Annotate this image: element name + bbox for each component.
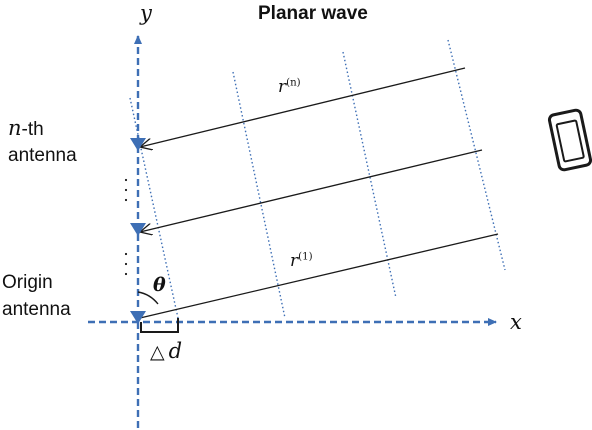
origin-antenna-line2: antenna xyxy=(2,299,71,320)
nth-antenna-suffix: -th xyxy=(21,119,44,140)
smartphone-icon xyxy=(547,108,592,172)
delta-d-variable: d xyxy=(168,339,183,363)
delta-d-label: △ d xyxy=(150,339,183,363)
nth-antenna-symbol: n xyxy=(8,116,22,140)
antenna-ellipsis xyxy=(124,178,128,276)
nth-antenna-line2: antenna xyxy=(8,145,77,166)
wavefront-line xyxy=(342,51,397,299)
ray-bottom-base: r xyxy=(290,251,299,271)
delta-symbol: △ xyxy=(150,342,165,363)
y-axis-label: y xyxy=(140,1,152,25)
diagram-title: Planar wave xyxy=(258,3,368,24)
antenna-marker-origin xyxy=(130,311,146,324)
antenna-marker-nth xyxy=(130,138,146,151)
ray-top-sup: (n) xyxy=(286,77,301,89)
wavefront-line xyxy=(447,39,506,271)
theta-arc xyxy=(137,291,159,305)
theta-label: θ xyxy=(153,274,166,296)
ray-bottom-label: r(1) xyxy=(290,251,313,271)
wavefront-line xyxy=(232,71,286,319)
wavefront-line xyxy=(129,97,179,319)
delta-d-bracket xyxy=(140,318,179,333)
origin-antenna-line1: Origin xyxy=(2,272,53,293)
wavefronts xyxy=(129,39,506,319)
ray-bottom xyxy=(139,233,499,319)
ray-top-label: r(n) xyxy=(278,77,301,97)
ray-bottom-sup: (1) xyxy=(298,251,313,263)
ray-top-base: r xyxy=(278,77,287,97)
x-axis-label: x xyxy=(510,310,522,334)
ray-top xyxy=(140,67,466,147)
nth-antenna-label: n-th xyxy=(8,116,44,140)
antenna-markers xyxy=(130,138,146,324)
rays xyxy=(139,67,499,319)
ray-middle xyxy=(140,149,483,232)
antenna-marker-middle xyxy=(130,223,146,236)
